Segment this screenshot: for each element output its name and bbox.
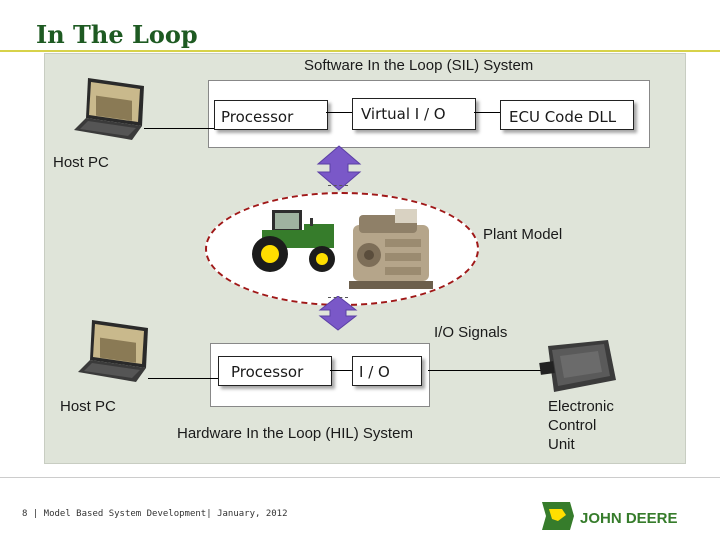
- sil-host-pc-label: Host PC: [53, 154, 109, 171]
- engine-icon: [345, 207, 437, 300]
- sil-processor-label: Processor: [221, 108, 294, 126]
- hil-processor-label: Processor: [231, 363, 304, 381]
- hil-ecu-link: [428, 370, 558, 371]
- footer-text: 8 | Model Based System Development| Janu…: [22, 509, 288, 519]
- sil-processor-box: Processor: [214, 100, 328, 130]
- laptop-icon: [74, 318, 154, 388]
- sil-ecu-dll-label: ECU Code DLL: [509, 108, 617, 126]
- john-deere-logo: JOHN DEERE: [540, 500, 690, 537]
- up-down-arrow-icon: [316, 144, 362, 197]
- footer-divider: [0, 477, 720, 478]
- hil-host-pc-label: Host PC: [60, 398, 116, 415]
- plant-model-ellipse: [205, 192, 479, 306]
- sil-virtual-io-label: Virtual I / O: [361, 105, 446, 123]
- sil-connector-1: [326, 112, 352, 113]
- sil-ecu-dll-box: ECU Code DLL: [500, 100, 634, 130]
- sil-connector-2: [474, 112, 500, 113]
- sil-system-label: Software In the Loop (SIL) System: [304, 57, 534, 74]
- laptop-icon: [70, 76, 150, 146]
- ecu-label: Electronic Control Unit: [548, 398, 614, 453]
- upper-arrow-dash: [328, 185, 348, 187]
- title-underline: [0, 50, 720, 52]
- hil-processor-box: Processor: [218, 356, 332, 386]
- sil-host-link: [144, 128, 214, 129]
- hil-io-box: I / O: [352, 356, 422, 386]
- hil-connector: [330, 370, 352, 371]
- ecu-device-icon: [538, 336, 618, 403]
- page-title: In The Loop: [36, 20, 198, 49]
- io-signals-label: I/O Signals: [434, 324, 508, 341]
- hil-io-label: I / O: [359, 363, 390, 381]
- down-up-arrow-icon: [318, 295, 358, 337]
- lower-arrow-dash: [328, 297, 348, 299]
- hil-system-label: Hardware In the Loop (HIL) System: [177, 425, 413, 442]
- hil-host-link: [148, 378, 218, 379]
- plant-model-label: Plant Model: [483, 226, 563, 243]
- tractor-icon: [242, 204, 342, 279]
- sil-virtual-io-box: Virtual I / O: [352, 98, 476, 130]
- brand-wordmark: JOHN DEERE: [580, 510, 678, 527]
